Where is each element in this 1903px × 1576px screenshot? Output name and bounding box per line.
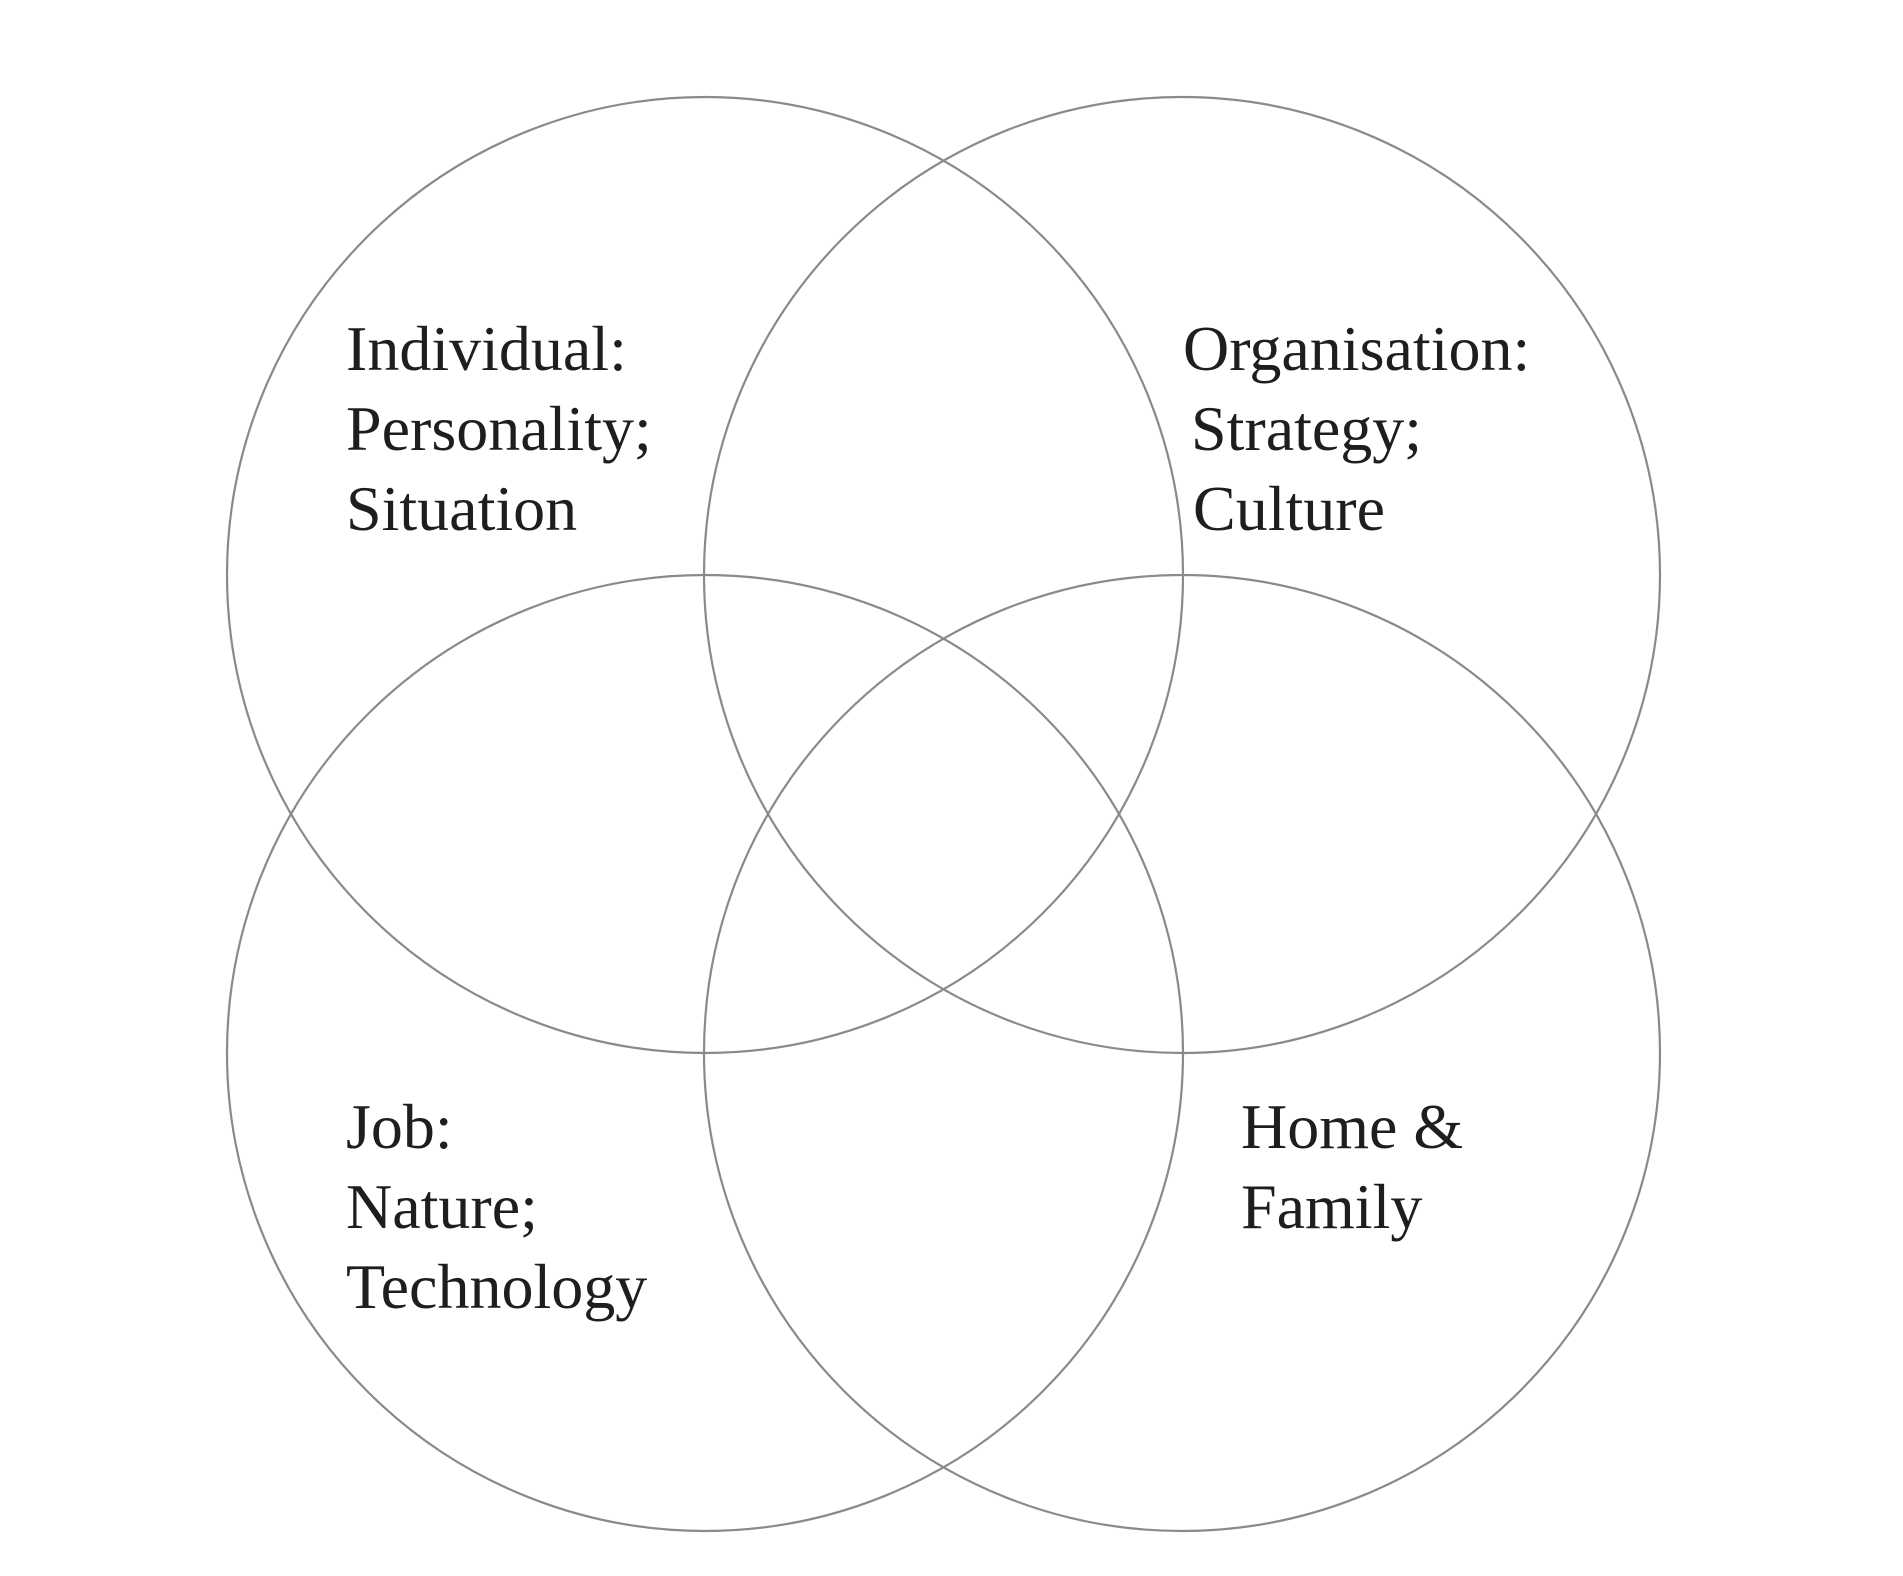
label-organisation: Organisation: Strategy; Culture — [1183, 313, 1530, 544]
circle-group — [225, 95, 1662, 1533]
label-home-family-line-1: Home & — [1241, 1091, 1463, 1162]
label-individual-line-3: Situation — [346, 473, 577, 544]
label-job-line-2: Nature; — [346, 1171, 538, 1242]
label-organisation-line-1: Organisation: — [1183, 313, 1530, 384]
label-individual-line-2: Personality; — [346, 393, 652, 464]
label-job: Job: Nature; Technology — [346, 1091, 647, 1322]
label-individual: Individual: Personality; Situation — [346, 313, 652, 544]
label-job-line-1: Job: — [346, 1091, 453, 1162]
circle-home-family — [702, 573, 1662, 1533]
label-home-family-line-2: Family — [1241, 1171, 1422, 1242]
label-organisation-line-2: Strategy; — [1191, 393, 1422, 464]
label-job-line-3: Technology — [346, 1251, 647, 1322]
label-home-family: Home & Family — [1241, 1091, 1463, 1242]
label-individual-line-1: Individual: — [346, 313, 627, 384]
circle-job — [225, 573, 1185, 1533]
label-organisation-line-3: Culture — [1193, 473, 1385, 544]
